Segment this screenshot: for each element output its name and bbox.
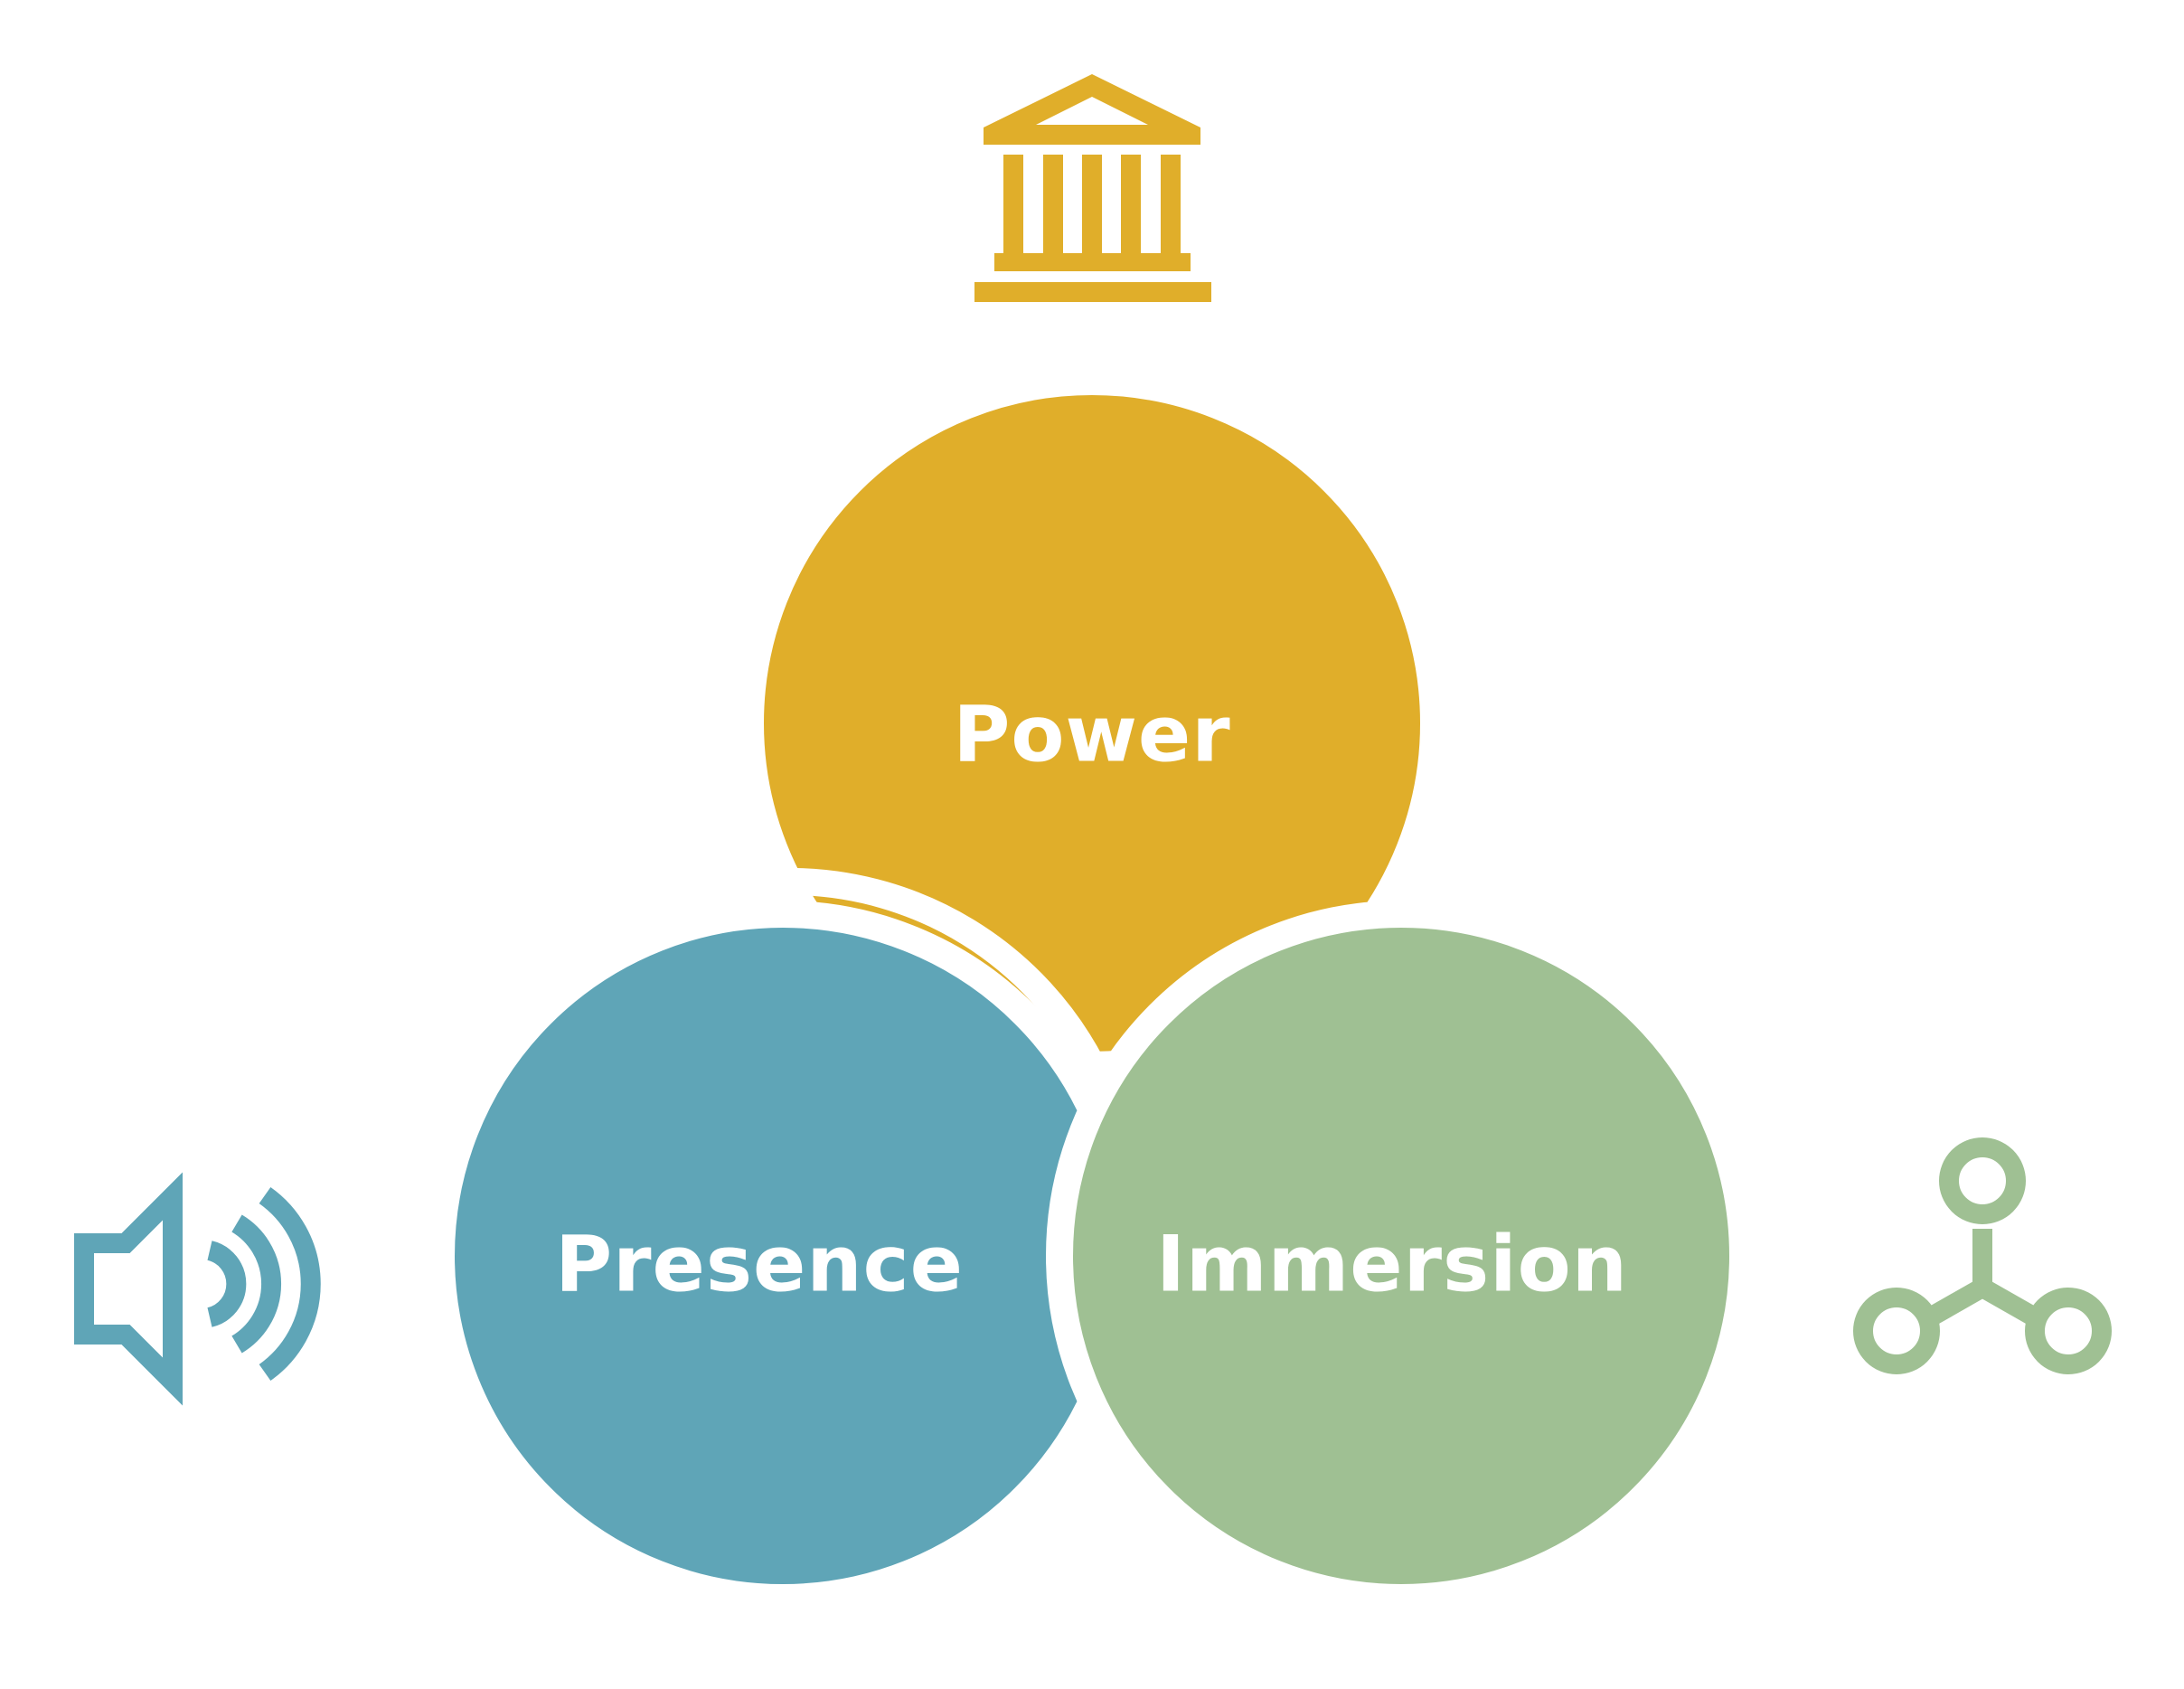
building-columns-icon: [974, 74, 1211, 302]
network-nodes-icon: [1853, 1137, 2112, 1374]
presence-label: Presence: [555, 1219, 964, 1309]
overlap-arc-power-over-presence: [795, 868, 1105, 1071]
power-label: Power: [953, 689, 1230, 779]
speaker-sound-icon: [74, 1172, 321, 1406]
immersion-circle: [1046, 901, 1756, 1611]
immersion-label: Immersion: [1156, 1219, 1628, 1309]
